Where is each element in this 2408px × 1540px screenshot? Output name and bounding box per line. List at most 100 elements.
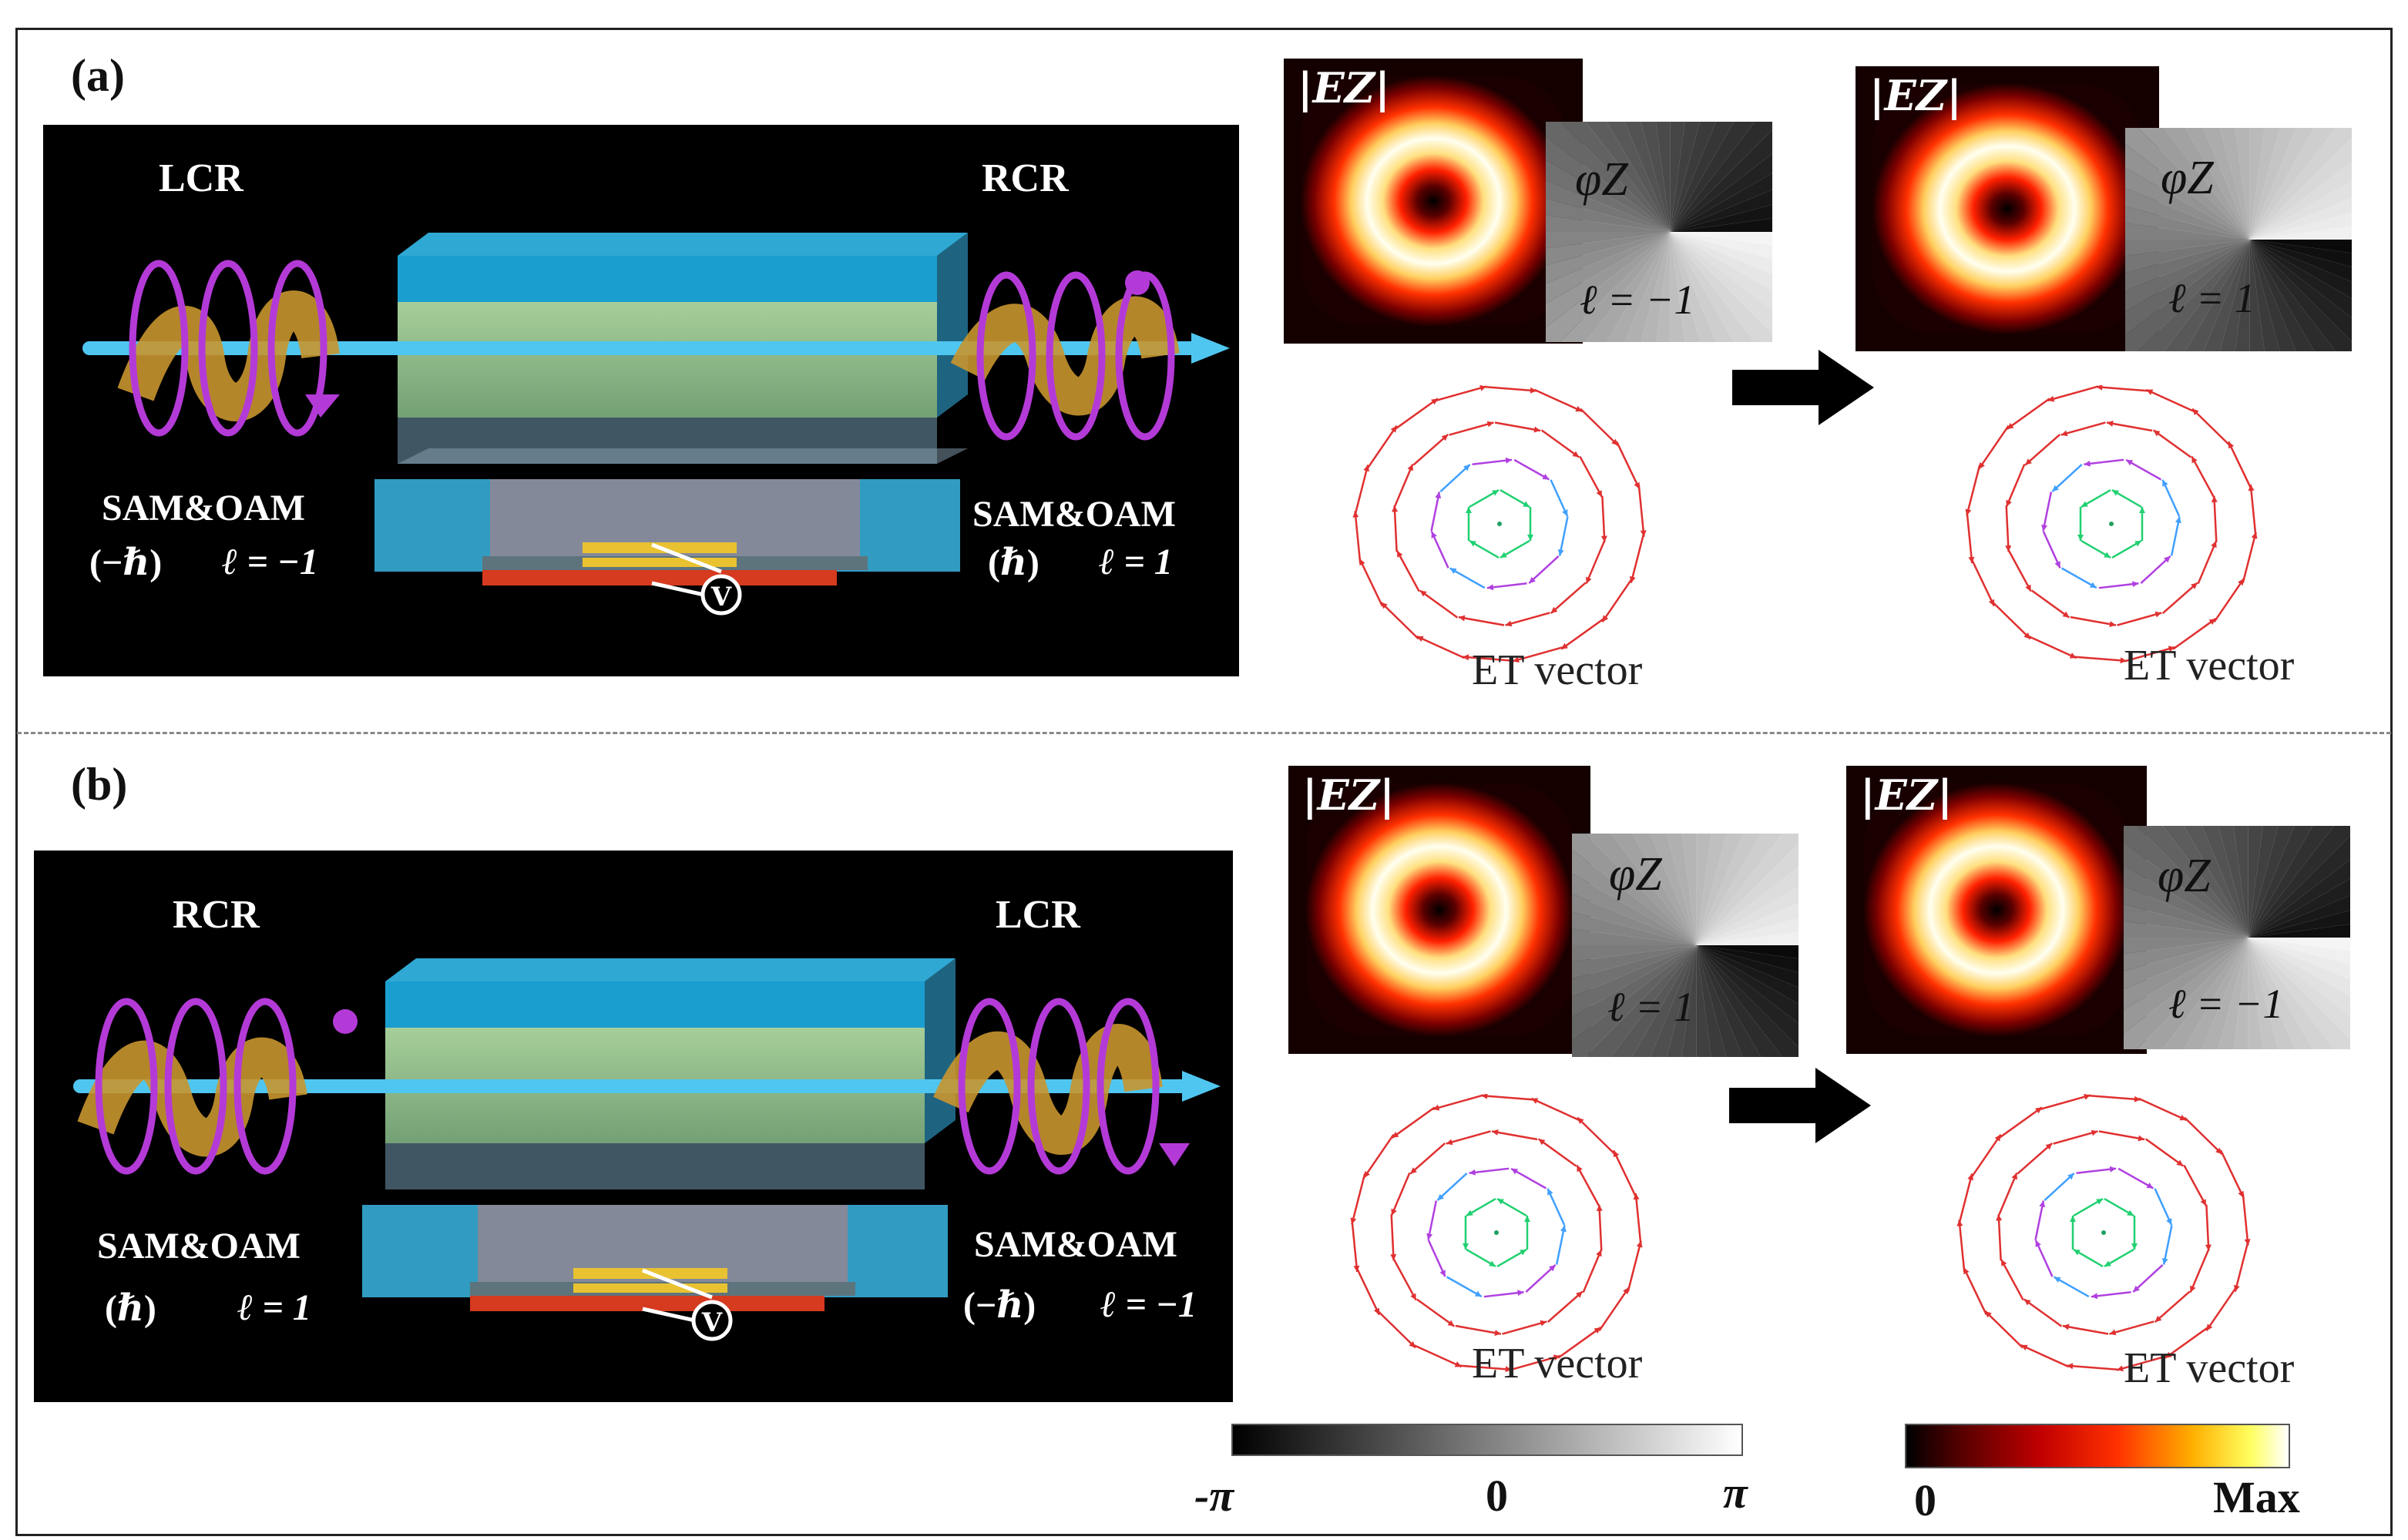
ez-label: |EZ|	[1302, 770, 1395, 820]
field-vector-head	[2211, 495, 2218, 502]
field-vector-head	[2007, 423, 2014, 429]
field-vector-head	[1494, 1330, 1501, 1337]
figure-frame	[15, 28, 2393, 1536]
voltage-source-icon	[691, 1300, 733, 1341]
phase-wedge	[1655, 122, 1671, 232]
field-vector	[1436, 1173, 1468, 1202]
phase-wedge	[2218, 826, 2248, 938]
field-vector-head	[1517, 1290, 1524, 1297]
field-vector	[1358, 558, 1384, 607]
field-vector-head	[1486, 584, 1494, 591]
field-vector	[1509, 1354, 1560, 1371]
phase-wedge	[1696, 834, 1727, 945]
field-vector-head	[2045, 1142, 2053, 1150]
field-vector-head	[2011, 1173, 2017, 1180]
phase-wedge	[1641, 122, 1671, 232]
field-vector-head	[1447, 1320, 1455, 1327]
phase-colorbar-min: -π	[1194, 1471, 1234, 1521]
field-vector-head	[2054, 1277, 2061, 1283]
field-vector	[1540, 429, 1580, 458]
field-vector-head	[2091, 1293, 2098, 1300]
field-vector-head	[2081, 501, 2088, 508]
field-vector	[1395, 550, 1420, 592]
phase-colorbar-max: π	[1723, 1468, 1748, 1518]
field-vector-head	[1527, 535, 1533, 541]
field-vector-head	[1524, 1216, 1530, 1222]
field-vector-head	[1431, 531, 1437, 538]
phase-map-a-out: φZ ℓ = 1	[2125, 128, 2352, 351]
field-vector-head	[2146, 389, 2154, 395]
field-vector	[2060, 421, 2106, 436]
field-vector	[1997, 1214, 2002, 1261]
field-vector-head	[2162, 479, 2168, 487]
field-vector-head	[1538, 1139, 1546, 1146]
field-vector-head	[1446, 1139, 1453, 1146]
field-vector	[1998, 1106, 2043, 1139]
field-vector	[2165, 1327, 2209, 1359]
right-oam-value: ℓ = 1	[1099, 542, 1173, 582]
field-vector	[2116, 1354, 2168, 1371]
phase-wedge	[1585, 232, 1671, 342]
phase-wedge	[1696, 945, 1798, 959]
field-vector	[1409, 1142, 1446, 1175]
phase-wedge	[1696, 834, 1782, 945]
field-vector	[1392, 1259, 1417, 1301]
right-sam-value: (−ℏ)	[963, 1285, 1036, 1326]
field-vector	[1363, 1133, 1395, 1179]
field-vector	[1354, 465, 1369, 516]
field-vector	[1391, 1106, 1436, 1139]
field-vector	[1366, 424, 1398, 470]
field-vector	[1630, 532, 1645, 583]
left-beam-name: RCR	[173, 893, 260, 937]
field-vector	[1427, 1200, 1438, 1240]
panel-label-b: (b)	[71, 759, 128, 810]
field-vector-head	[1353, 1265, 1360, 1273]
field-vector	[1512, 646, 1563, 663]
field-vector-head	[2025, 584, 2031, 592]
phase-wedge	[1546, 198, 1671, 232]
field-vector	[1992, 601, 2031, 640]
field-vector-head	[1629, 575, 1636, 583]
field-vector-head	[1965, 508, 1972, 516]
phase-wedge	[1670, 232, 1772, 342]
phase-wedge	[1655, 232, 1671, 342]
field-vector	[1997, 1172, 2018, 1216]
field-vector	[1582, 1249, 1603, 1293]
phase-wedge	[1641, 232, 1671, 342]
phase-colorbar	[1231, 1424, 1743, 1456]
intensity-colorbar-min: 0	[1914, 1475, 1936, 1525]
field-vector-head	[2233, 1284, 2240, 1292]
field-vector-head	[1486, 421, 1494, 428]
field-vector	[2184, 1116, 2223, 1156]
field-vector	[2161, 582, 2198, 615]
field-vector-head	[1449, 568, 1457, 574]
field-vector-head	[2111, 490, 2119, 496]
field-vector-head	[2006, 499, 2012, 507]
phase-wedge	[1572, 928, 1697, 945]
topological-charge-label: ℓ = 1	[2168, 275, 2255, 321]
phase-wedge	[2248, 938, 2263, 1049]
field-vector-head	[1577, 1117, 1584, 1125]
field-vector	[1472, 458, 1513, 465]
bottom-electrode	[482, 570, 837, 585]
phase-wedge	[2248, 826, 2350, 938]
field-vector	[2172, 618, 2217, 650]
intensity-colorbar	[1905, 1424, 2290, 1468]
phase-map-b-in: φZ ℓ = 1	[1572, 834, 1798, 1057]
field-vector-head	[2154, 1315, 2162, 1323]
field-vector-head	[1542, 474, 1550, 480]
field-vector-head	[2166, 1218, 2172, 1226]
phase-wedge	[2125, 128, 2250, 240]
field-vector	[1576, 1164, 1600, 1206]
field-vector	[1377, 1310, 1416, 1349]
phase-wedge	[2249, 128, 2336, 240]
phase-map-a-in: φZ ℓ = −1	[1546, 122, 1772, 342]
field-vector	[2213, 495, 2218, 542]
panel-divider	[17, 732, 2391, 734]
phase-wedge	[1696, 903, 1798, 945]
left-sam-value: (−ℏ)	[89, 542, 163, 583]
field-vector-head	[2054, 561, 2060, 569]
field-vector-head	[1576, 1291, 1583, 1298]
field-vector-head	[1634, 481, 1640, 489]
